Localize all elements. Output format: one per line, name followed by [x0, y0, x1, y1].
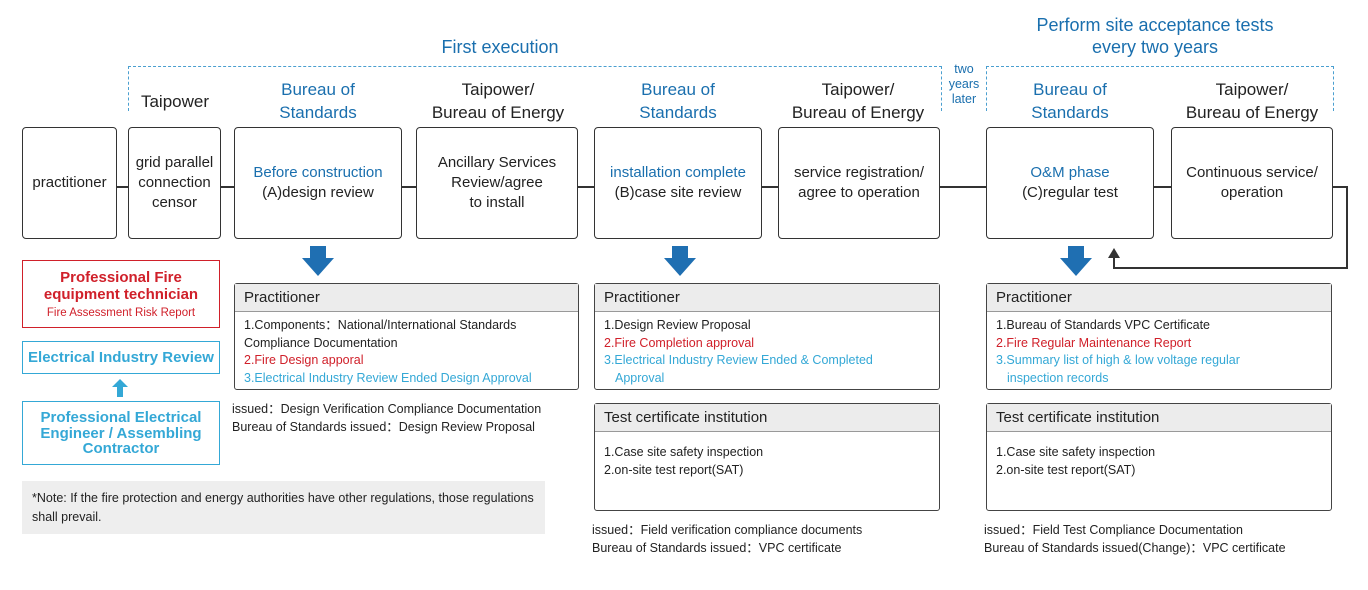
connector-line — [762, 186, 778, 188]
issued-line: issued：Field verification compliance doc… — [592, 523, 863, 537]
down-arrow-icon — [1060, 246, 1092, 276]
design-review-label: (A)design review — [262, 184, 374, 201]
down-arrow-icon — [302, 246, 334, 276]
issued-line: issued：Field Test Compliance Documentati… — [984, 523, 1243, 537]
certificate-panel-b: Test certificate institution 1.Case site… — [594, 403, 940, 511]
header-bureau-of-standards-c: Bureau of Standards — [1031, 80, 1109, 122]
service-registration-label: service registration/ agree to operation — [793, 164, 925, 201]
down-arrow-icon — [664, 246, 696, 276]
connector-line — [402, 186, 416, 188]
panel-item: 2.Fire Design apporal — [244, 353, 364, 367]
issued-text-b: issued：Field verification compliance doc… — [592, 522, 862, 557]
panel-item: 3.Electrical Industry Review Ended & Com… — [604, 353, 873, 367]
site-acceptance-title: Perform site acceptance tests every two … — [1036, 15, 1274, 57]
panel-item: 2.Fire Regular Maintenance Report — [996, 335, 1192, 350]
site-acceptance-bracket — [986, 66, 1334, 111]
installation-complete-label: installation complete — [610, 164, 746, 181]
case-site-review-label: (B)case site review — [614, 184, 742, 201]
electrical-review-label: Electrical Industry Review — [28, 349, 214, 366]
panel-title: Practitioner — [595, 284, 939, 312]
engineer-box: Professional Electrical Engineer / Assem… — [22, 401, 220, 465]
practitioner-panel-b: Practitioner 1.Design Review Proposal 2.… — [594, 283, 940, 390]
issued-line: Bureau of Standards issued：VPC certifica… — [592, 540, 842, 555]
panel-title: Practitioner — [235, 284, 578, 312]
first-execution-title: First execution — [441, 37, 559, 57]
panel-item: 1.Case site safety inspection — [996, 445, 1156, 459]
panel-item: 1.Components：National/International Stan… — [244, 318, 517, 350]
panel-item: Approval — [615, 370, 665, 385]
panel-item: 1.Case site safety inspection — [604, 445, 764, 459]
practitioner-box: practitioner — [22, 127, 117, 239]
service-registration-box: service registration/ agree to operation — [778, 127, 940, 239]
fire-technician-label: Professional Fire equipment technician — [43, 269, 199, 303]
panel-item: 2.on-site test report(SAT) — [996, 462, 1136, 477]
panel-item: 2.Fire Completion approval — [604, 335, 755, 350]
two-years-later-label: two years later — [948, 62, 980, 106]
grid-connection-label: grid parallel connection censor — [135, 154, 214, 211]
practitioner-panel-c: Practitioner 1.Bureau of Standards VPC C… — [986, 283, 1332, 390]
ancillary-services-box: Ancillary Services Review/agree to insta… — [416, 127, 578, 239]
up-arrow-icon — [112, 379, 128, 397]
certificate-panel-c: Test certificate institution 1.Case site… — [986, 403, 1332, 511]
continuous-service-box: Continuous service/ operation — [1171, 127, 1333, 239]
issued-line: issued：Design Verification Compliance Do… — [232, 402, 542, 416]
panel-item: 3.Summary list of high & low voltage reg… — [996, 353, 1240, 367]
regular-test-label: (C)regular test — [1022, 184, 1118, 201]
electrical-review-box: Electrical Industry Review — [22, 341, 220, 374]
header-taipower-bureau-of-energy-c: Taipower/ Bureau of Energy — [1185, 80, 1319, 122]
panel-item: 1.Design Review Proposal — [604, 318, 751, 332]
header-taipower-bureau-of-energy-a: Taipower/ Bureau of Energy — [431, 80, 565, 122]
issued-line: Bureau of Standards issued：Design Review… — [232, 419, 535, 434]
case-site-review-box: installation complete (B)case site revie… — [594, 127, 762, 239]
connector-line — [116, 186, 129, 188]
panel-item: 3.Electrical Industry Review Ended Desig… — [244, 370, 532, 385]
issued-text-a: issued：Design Verification Compliance Do… — [232, 401, 541, 436]
panel-item: inspection records — [1007, 370, 1109, 385]
connector-line — [1154, 186, 1171, 188]
header-bureau-of-standards-a: Bureau of Standards — [279, 80, 357, 122]
return-arrow-icon — [1108, 186, 1348, 269]
first-execution-bracket — [128, 66, 942, 111]
practitioner-label: practitioner — [32, 174, 107, 191]
before-construction-label: Before construction — [253, 164, 383, 181]
ancillary-services-label: Ancillary Services Review/agree to insta… — [437, 154, 557, 211]
panel-title: Test certificate institution — [987, 404, 1331, 432]
header-taipower-bureau-of-energy-b: Taipower/ Bureau of Energy — [791, 80, 925, 122]
header-taipower: Taipower — [140, 92, 210, 111]
panel-title: Test certificate institution — [595, 404, 939, 432]
issued-line: Bureau of Standards issued(Change)：VPC c… — [984, 540, 1286, 555]
note-box: *Note: If the fire protection and energy… — [22, 481, 545, 534]
panel-item: 1.Bureau of Standards VPC Certificate — [996, 318, 1211, 332]
note-text: *Note: If the fire protection and energy… — [32, 491, 534, 524]
panel-item: 2.on-site test report(SAT) — [604, 462, 744, 477]
header-bureau-of-standards-b: Bureau of Standards — [639, 80, 717, 122]
issued-text-c: issued：Field Test Compliance Documentati… — [984, 522, 1286, 557]
grid-connection-box: grid parallel connection censor — [128, 127, 221, 239]
panel-title: Practitioner — [987, 284, 1331, 312]
om-phase-label: O&M phase — [1030, 164, 1110, 181]
practitioner-panel-a: Practitioner 1.Components：National/Inter… — [234, 283, 579, 390]
fire-report-label: Fire Assessment Risk Report — [46, 307, 196, 319]
design-review-box: Before construction (A)design review — [234, 127, 402, 239]
regular-test-box: O&M phase (C)regular test — [986, 127, 1154, 239]
continuous-service-label: Continuous service/ operation — [1186, 164, 1318, 201]
connector-line — [940, 186, 987, 188]
connector-line — [221, 186, 234, 188]
fire-technician-box: Professional Fire equipment technician F… — [22, 260, 220, 328]
engineer-label: Professional Electrical Engineer / Assem… — [40, 409, 202, 457]
connector-line — [578, 186, 594, 188]
